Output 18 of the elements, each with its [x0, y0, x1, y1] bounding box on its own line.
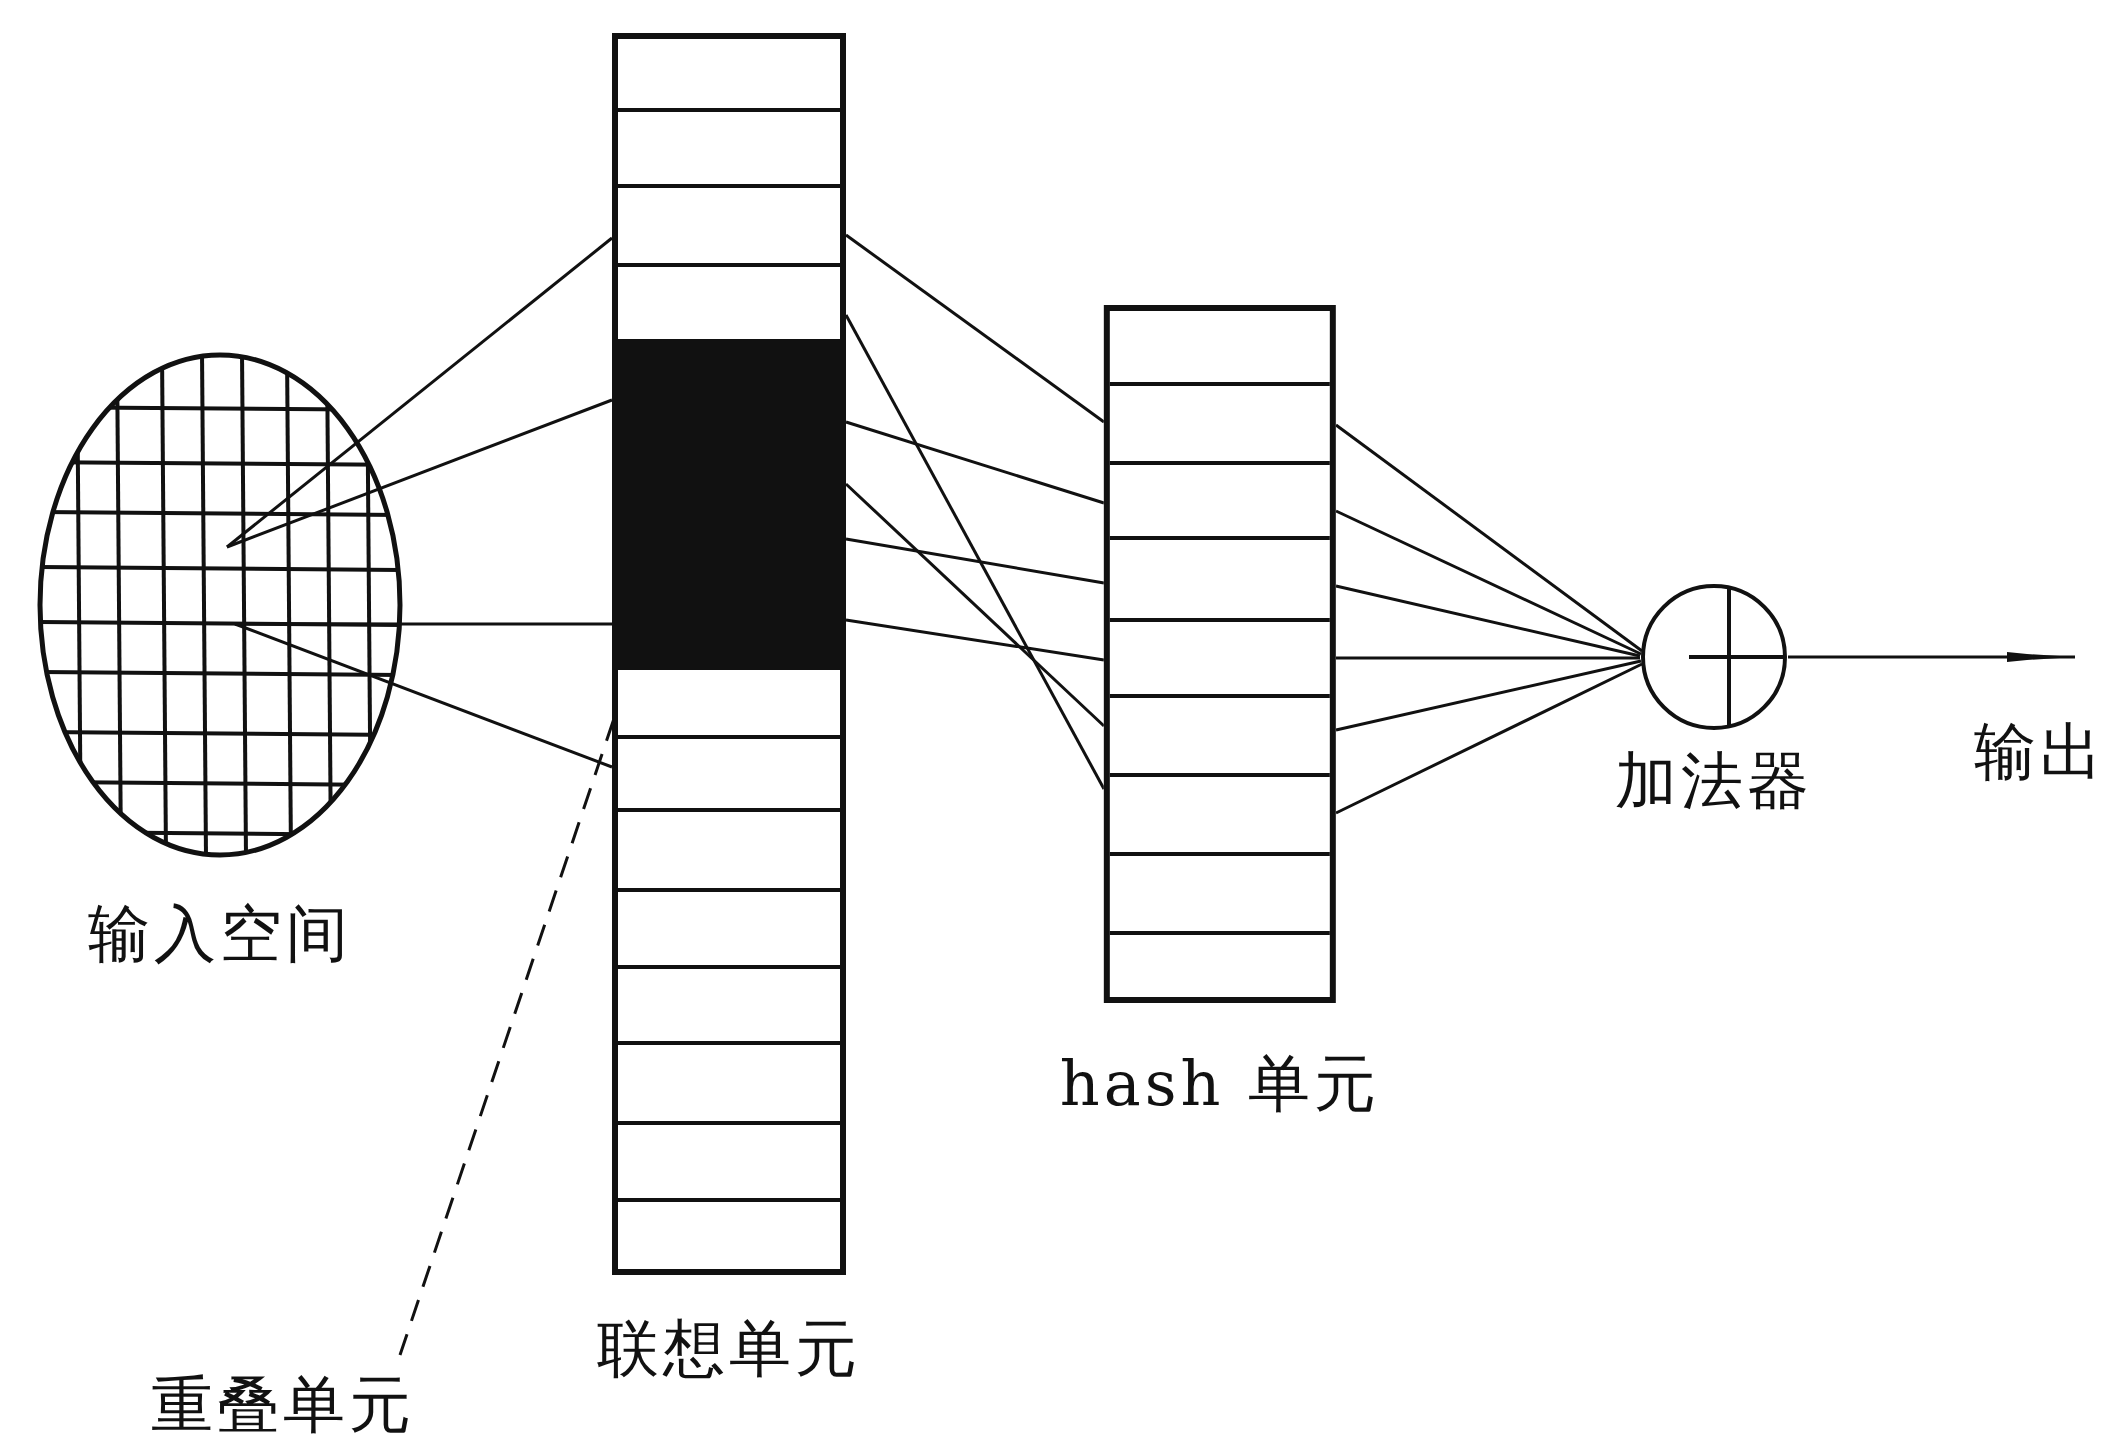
node-label: hash 单元: [1059, 1048, 1381, 1120]
connector-line: [1335, 423, 1643, 653]
connector-line: [845, 618, 1105, 662]
node-label: 重叠单元: [151, 1368, 415, 1440]
connector-line: [845, 233, 1105, 424]
node-label: 联想单元: [597, 1313, 861, 1385]
connector-line: [1335, 509, 1642, 656]
connector-line: [1336, 656, 1640, 660]
connector-line: [226, 398, 613, 549]
node-label: 输入空间: [88, 898, 352, 970]
connector-line: [1335, 662, 1643, 815]
connector-line: [1335, 659, 1642, 732]
node-label: 输出: [1974, 715, 2106, 787]
connector-line: [226, 236, 613, 549]
connector-line: [1335, 584, 1641, 658]
node-label: 加法器: [1615, 745, 1813, 817]
connector-line: [845, 420, 1105, 505]
connector-line: [845, 537, 1105, 585]
